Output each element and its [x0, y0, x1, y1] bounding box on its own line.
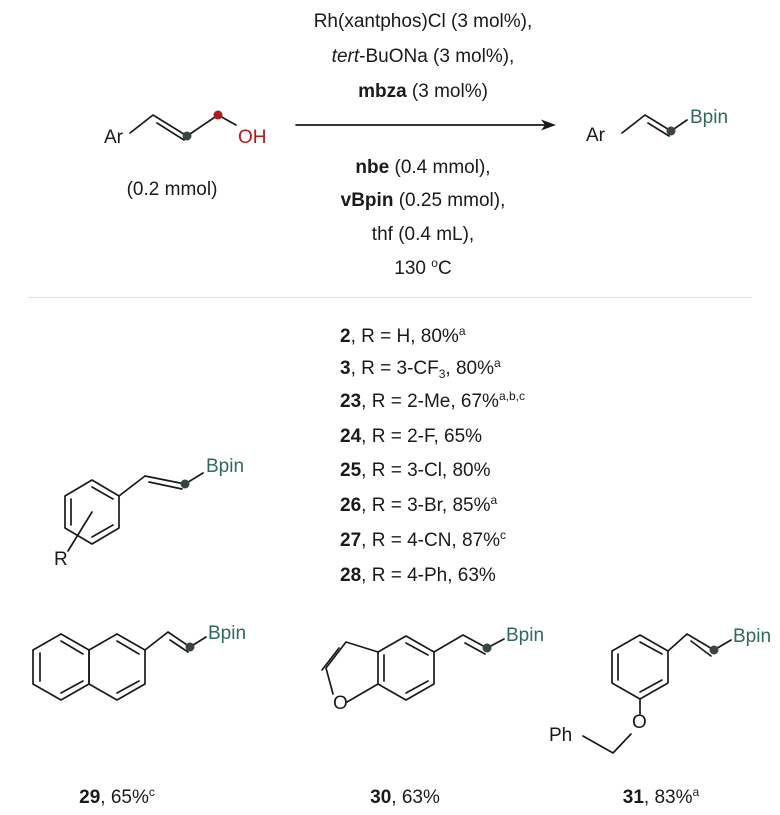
- list-item: 2, R = H, 80%a: [340, 324, 466, 347]
- compound-31-skeleton: [582, 633, 732, 754]
- compound-31-caption: 31, 83%a: [622, 785, 700, 808]
- compound-30-oxygen-label: O: [333, 693, 348, 714]
- cocatalyst-line: mbza (3 mol%): [358, 81, 488, 102]
- reactant-ar-label: Ar: [104, 127, 123, 148]
- carbinol-carbon-dot: [213, 110, 223, 120]
- compound-29-caption: 29, 65%c: [79, 785, 155, 808]
- section-divider: [28, 297, 752, 298]
- alkene-carbon-dot: [666, 126, 676, 136]
- compound-29-bpin-label: Bpin: [208, 623, 247, 644]
- list-item: 3, R = 3-CF3, 80%a: [340, 356, 501, 381]
- list-item: 25, R = 3-Cl, 80%: [340, 460, 491, 481]
- product-bpin-label: Bpin: [690, 107, 729, 128]
- list-item: 23, R = 2-Me, 67%a,b,c: [340, 389, 525, 412]
- alkene-carbon-dot: [182, 131, 192, 141]
- solvent-line: thf (0.4 mL),: [371, 224, 475, 245]
- catalyst-line: Rh(xantphos)Cl (3 mol%),: [313, 11, 533, 32]
- list-item: 27, R = 4-CN, 87%c: [340, 528, 506, 551]
- reactant-amount: (0.2 mmol): [126, 179, 218, 200]
- list-item: 24, R = 2-F, 65%: [340, 426, 483, 447]
- compound-31-oxygen-label: O: [632, 712, 647, 733]
- compound-30-caption: 30, 63%: [370, 787, 440, 808]
- list-item: 28, R = 4-Ph, 63%: [340, 565, 496, 586]
- compound-31-bpin-label: Bpin: [733, 626, 772, 647]
- compound-29-skeleton: [32, 631, 207, 701]
- nbe-line: nbe (0.4 mmol),: [355, 157, 491, 178]
- reaction-arrow: [295, 119, 556, 131]
- product-ar-label: Ar: [586, 125, 605, 146]
- hydroxyl-label: OH: [238, 127, 267, 148]
- compound-30-bpin-label: Bpin: [506, 625, 545, 646]
- general-aryl-skeleton: [64, 472, 204, 552]
- compound-31-ph-label: Ph: [549, 725, 573, 746]
- vbpin-line: vBpin (0.25 mmol),: [340, 190, 506, 211]
- compound-30-skeleton: [321, 634, 505, 703]
- product-skeleton: [621, 114, 688, 137]
- general-bpin-label: Bpin: [206, 456, 245, 477]
- list-item: 26, R = 3-Br, 85%a: [340, 493, 498, 516]
- base-line: tert-BuONa (3 mol%),: [331, 46, 515, 67]
- temperature-line: 130 oC: [394, 256, 452, 279]
- general-r-label: R: [54, 549, 68, 570]
- reactant-skeleton: [129, 110, 237, 141]
